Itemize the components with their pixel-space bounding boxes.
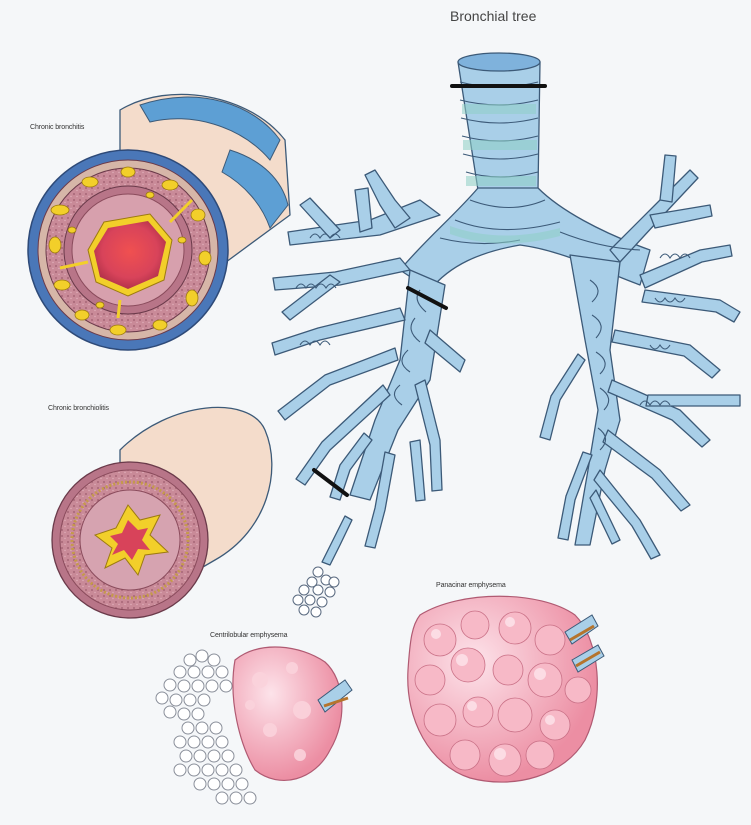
centrilobular-emphysema-illustration [156, 647, 352, 804]
trachea-top [458, 53, 540, 71]
chronic-bronchitis-illustration [28, 94, 290, 350]
panacinar-emphysema-illustration [408, 596, 604, 782]
alveolar-cluster [293, 567, 339, 617]
trachea [458, 62, 540, 190]
chronic-bronchiolitis-illustration [52, 407, 272, 618]
bronchial-tree [272, 53, 740, 565]
